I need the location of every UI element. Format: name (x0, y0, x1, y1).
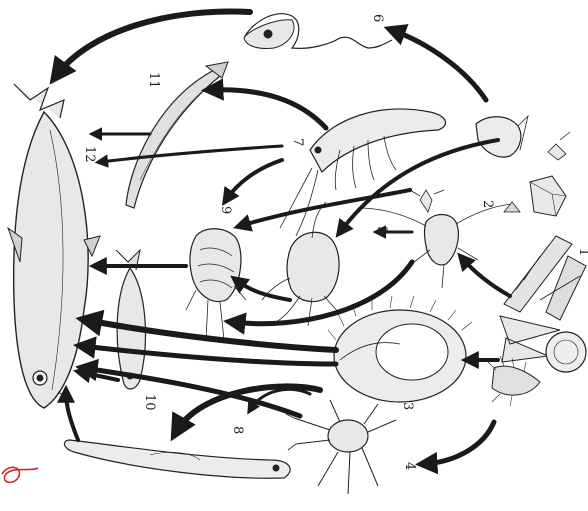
arrow-crab-larva-to-herring (84, 368, 300, 416)
label-12: 12 (82, 146, 97, 163)
label-7: 7 (290, 138, 305, 146)
label-6: 6 (370, 14, 385, 22)
arrow-diatom-to-copepod (462, 258, 510, 296)
mollusc-larva-drawing (328, 296, 472, 402)
arrow-zoea-to-amphipod (236, 280, 290, 300)
arrow-to-crustacean-larva (340, 140, 498, 232)
sand-eel-drawing (64, 440, 290, 478)
label-10: 10 (142, 394, 157, 411)
diatom-chains-drawing (488, 236, 586, 406)
arrow-to-crab-larva (424, 422, 494, 464)
label-5: 5 (374, 226, 389, 234)
red-pen-scribble (2, 467, 38, 482)
label-11: 11 (146, 72, 161, 89)
label-9: 9 (218, 206, 233, 214)
label-4: 4 (402, 462, 417, 470)
small-fish-drawing (116, 250, 145, 389)
arrow-crab-larva-to-sand-eel (176, 386, 320, 432)
herring-drawing (8, 84, 100, 408)
number-labels: 1 2 3 4 5 6 7 8 9 10 11 12 (82, 14, 588, 470)
label-1: 1 (576, 248, 588, 256)
arrow-krill-to-herring (100, 146, 282, 162)
arrow-copepod-to-amphipod (240, 190, 410, 226)
arrow-krill-to-amphipod (226, 160, 282, 200)
label-3: 3 (400, 402, 415, 410)
arrow-sand-eel-to-herring (66, 392, 78, 440)
arrow-to-larval-fish (392, 30, 486, 100)
crab-larva-drawing (286, 400, 396, 494)
label-8: 8 (230, 426, 245, 434)
crustacean-larva-drawing (262, 202, 340, 326)
label-2: 2 (480, 200, 495, 208)
arrow-krill-to-sand-lance (210, 90, 326, 128)
larval-fish-drawing (244, 14, 392, 49)
krill-drawing (280, 109, 446, 236)
